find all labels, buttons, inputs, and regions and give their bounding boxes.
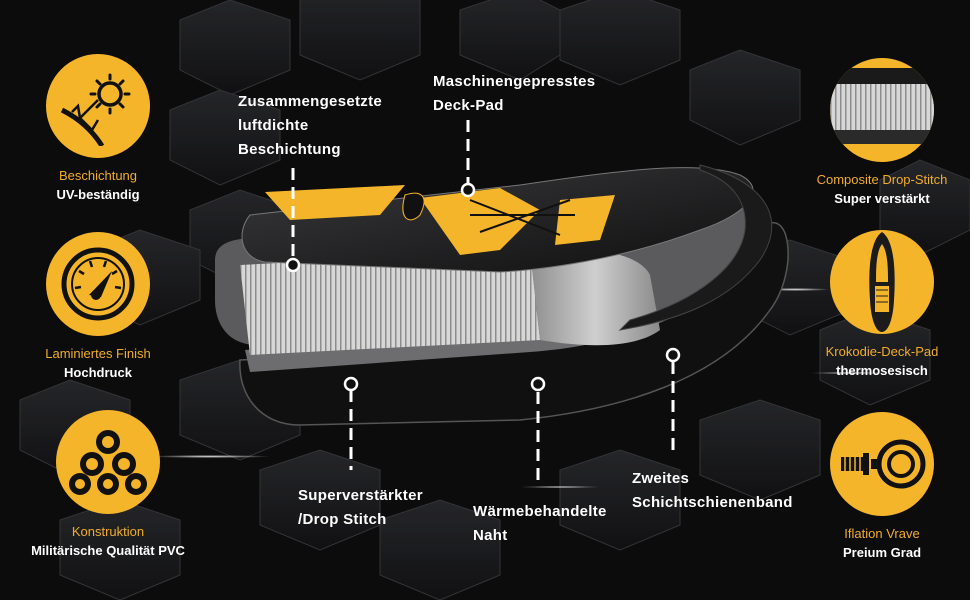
callout-line: Maschinengepresstes <box>433 73 596 90</box>
feature-subtitle: UV-beständig <box>56 187 140 202</box>
pressure-gauge-icon <box>46 232 150 336</box>
deck-pad-board-icon <box>830 230 934 334</box>
feature-title: Beschichtung <box>58 168 138 183</box>
callout-line: luftdichte <box>238 117 309 134</box>
callout-line: Schichtschienenband <box>632 494 793 511</box>
feature-subtitle: Preium Grad <box>842 545 922 560</box>
feature-uv-coating: Beschichtung UV-beständig <box>18 54 178 202</box>
callout-coating: Zusammengesetzte luftdichte Beschichtung <box>238 90 382 162</box>
callout-line: Zusammengesetzte <box>238 93 383 110</box>
callout-line: Superverstärkter <box>298 487 423 504</box>
feature-title: Laminiertes Finish <box>45 346 151 361</box>
callout-line: /Drop Stitch <box>298 511 387 528</box>
callout-line: Naht <box>473 527 508 544</box>
feature-pvc-construction: Konstruktion Militärische Qualität PVC <box>18 410 198 558</box>
callout-line: Wärmebehandelte <box>473 503 607 520</box>
callout-line: Deck-Pad <box>433 97 504 114</box>
callout-deck-pad: Maschinengepresstes Deck-Pad <box>433 70 595 118</box>
feature-title: Krokodie-Deck-Pad <box>825 344 939 359</box>
feature-title: Iflation Vrave <box>844 526 920 541</box>
inflation-valve-icon <box>830 412 934 516</box>
sun-uv-icon <box>46 54 150 158</box>
feature-composite-drop-stitch: Composite Drop-Stitch Super verstärkt <box>800 58 964 206</box>
callout-drop-stitch: Superverstärkter /Drop Stitch <box>298 484 423 532</box>
feature-subtitle: Hochdruck <box>64 365 132 380</box>
callout-rail-band: Zweites Schichtschienenband <box>632 467 793 515</box>
feature-laminated-finish: Laminiertes Finish Hochdruck <box>18 232 178 380</box>
feature-subtitle: thermosesisch <box>836 363 928 378</box>
feature-title: Konstruktion <box>71 524 145 539</box>
feature-inflation-valve: Iflation Vrave Preium Grad <box>800 412 964 560</box>
feature-subtitle: Militärische Qualität PVC <box>31 543 185 558</box>
drop-stitch-icon <box>830 58 934 162</box>
feature-title: Composite Drop-Stitch <box>816 172 948 187</box>
callout-line: Beschichtung <box>238 141 341 158</box>
callout-seam: Wärmebehandelte Naht <box>473 500 607 548</box>
pvc-tubes-icon <box>56 410 160 514</box>
feature-deck-pad: Krokodie-Deck-Pad thermosesisch <box>800 230 964 378</box>
feature-subtitle: Super verstärkt <box>834 191 930 206</box>
callout-line: Zweites <box>632 470 690 487</box>
